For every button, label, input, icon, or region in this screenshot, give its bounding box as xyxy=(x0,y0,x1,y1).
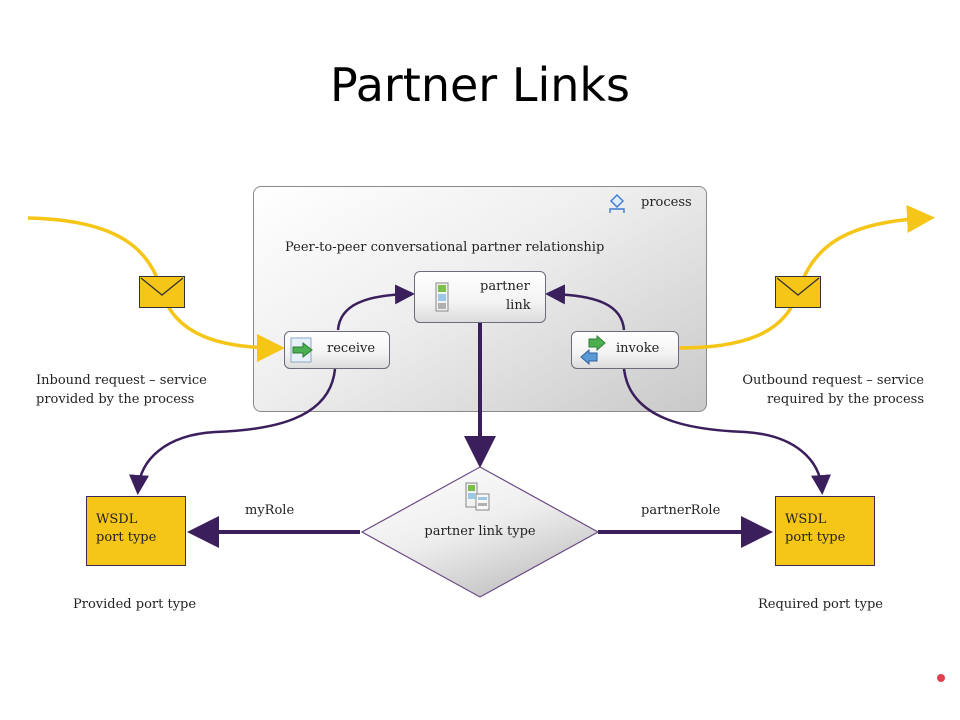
wsdl-port-type-provided[interactable]: WSDL port type xyxy=(86,496,186,566)
partner-link-type-label: partner link type xyxy=(424,524,536,539)
wsdl-left-line2: port type xyxy=(96,530,157,545)
provided-port-type-caption: Provided port type xyxy=(73,597,197,612)
wsdl-left-line1: WSDL xyxy=(96,512,138,527)
partner-link-label-line2: link xyxy=(506,298,531,313)
process-subtitle: Peer-to-peer conversational partner rela… xyxy=(285,240,605,255)
partner-link-icon xyxy=(434,282,450,312)
invoke-to-wsdl-line xyxy=(622,368,831,495)
partner-link-label-line1: partner xyxy=(480,279,530,294)
invoke-arrows-icon xyxy=(579,334,607,366)
outbound-message-envelope-icon xyxy=(775,276,821,308)
wsdl-right-line2: port type xyxy=(785,530,846,545)
receive-label: receive xyxy=(327,341,376,356)
receive-to-partner-link-line xyxy=(336,284,415,331)
my-role-label: myRole xyxy=(245,503,295,518)
invoke-to-partner-link-line xyxy=(545,284,626,331)
inbound-caption-line2: provided by the process xyxy=(36,392,195,407)
page-title: Partner Links xyxy=(330,58,630,112)
invoke-label: invoke xyxy=(616,341,660,356)
process-label: process xyxy=(641,195,692,210)
outbound-caption-line1: Outbound request – service xyxy=(742,373,924,388)
outbound-caption: Outbound request – service required by t… xyxy=(742,371,924,409)
partner-role-label: partnerRole xyxy=(641,503,721,518)
inbound-caption: Inbound request – service provided by th… xyxy=(36,371,207,409)
receive-arrow-icon xyxy=(290,337,316,363)
wsdl-right-line1: WSDL xyxy=(785,512,827,527)
receive-to-wsdl-line xyxy=(129,368,337,495)
accent-dot xyxy=(937,674,945,682)
wsdl-port-type-required[interactable]: WSDL port type xyxy=(775,496,875,566)
required-port-type-caption: Required port type xyxy=(758,597,883,612)
inbound-caption-line1: Inbound request – service xyxy=(36,373,207,388)
partner-link-type-icon xyxy=(465,482,491,512)
outbound-caption-line2: required by the process xyxy=(766,392,924,407)
process-icon xyxy=(607,193,627,215)
inbound-message-envelope-icon xyxy=(139,276,185,308)
